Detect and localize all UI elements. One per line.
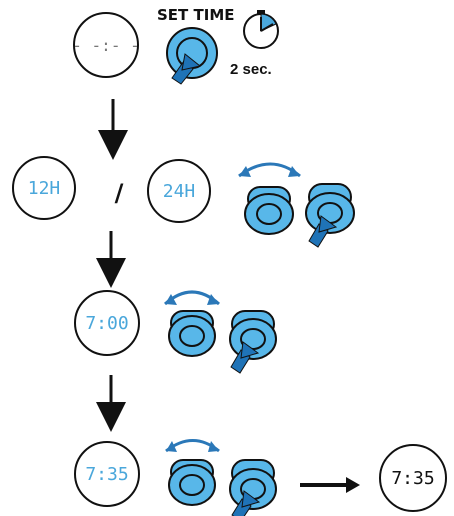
rotate-knob-step2[interactable] [238,162,301,235]
step2-left-text: 12H [28,178,61,199]
step3-display [74,290,140,356]
press-knob-step3[interactable] [229,310,277,374]
result-display [379,444,447,512]
press-arrow-head [181,53,202,71]
step2-right-display [147,159,211,223]
step4-display [74,441,140,507]
rotate-knob-step4[interactable] [165,439,220,506]
step2-right-text: 24H [163,181,196,202]
step1-group: - -:- - SET TIME 2 sec. [72,6,279,85]
set-time-label: SET TIME [157,6,235,24]
stopwatch-icon [243,10,279,49]
step2-left-display [12,156,76,220]
step2-group: 12H / 24H [12,156,355,248]
step2-separator: / [115,179,124,207]
step3-group: 7:00 [74,290,277,374]
set-time-knob[interactable] [166,27,218,85]
step3-display-text: 7:00 [85,313,128,334]
result-display-text: 7:35 [391,468,434,489]
step4-display-text: 7:35 [85,464,128,485]
step4-group: 7:35 7:35 [74,439,447,516]
rotate-knob-step3[interactable] [164,290,220,357]
press-knob-step2[interactable] [305,183,355,248]
right-arrow-icon [300,477,360,493]
step1-display-text: - -:- - [72,36,139,55]
press-knob-step4[interactable] [229,459,277,516]
duration-label: 2 sec. [230,61,272,78]
step1-clock-display [73,12,139,78]
